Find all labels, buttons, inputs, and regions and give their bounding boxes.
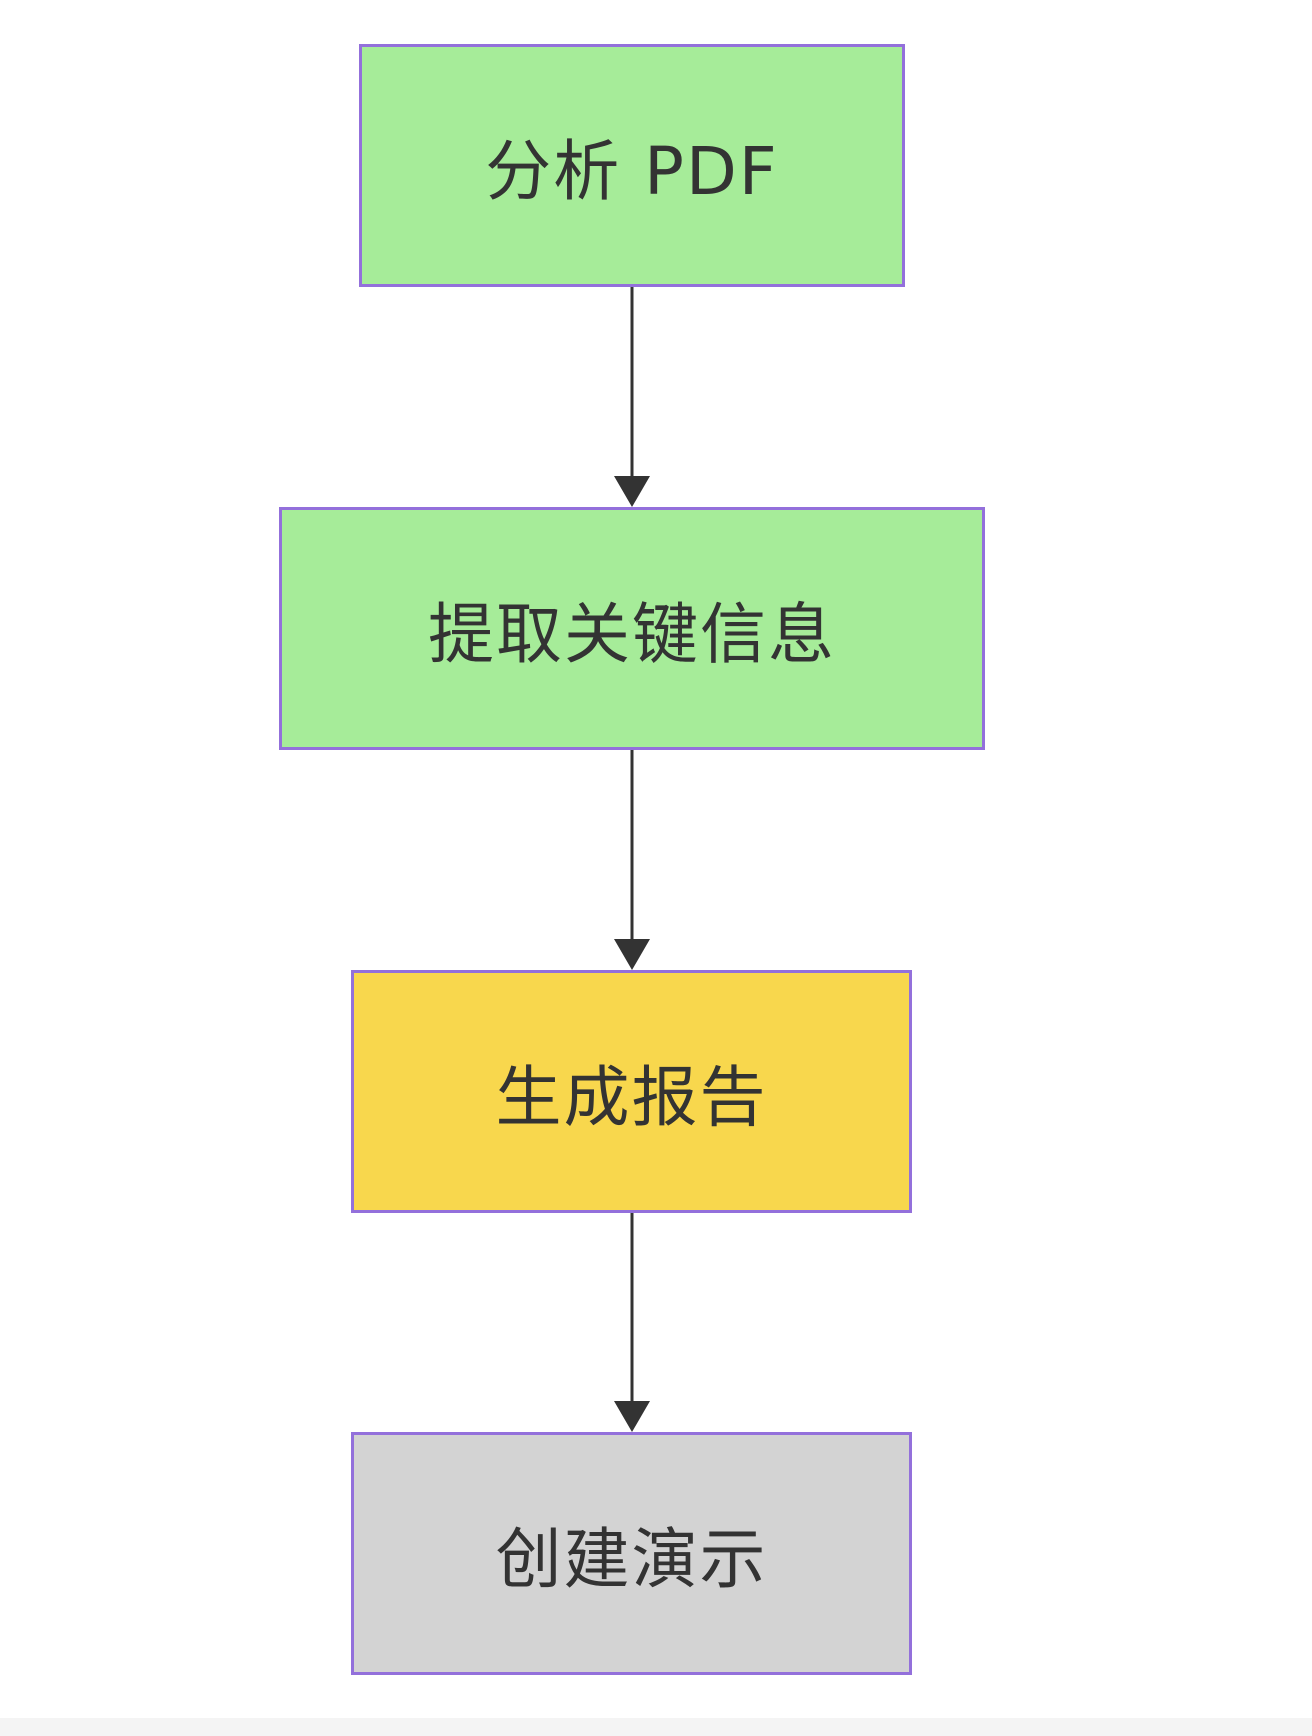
node-generate-report: 生成报告 [351,970,912,1213]
arrow-n1-n2 [614,287,650,507]
arrow-n2-n3 [614,750,650,970]
node-label: 生成报告 [495,1058,768,1136]
node-label: 分析 PDF [485,132,779,210]
node-label: 提取关键信息 [428,595,836,673]
node-label: 创建演示 [495,1520,768,1598]
node-extract-key-info: 提取关键信息 [279,507,985,750]
bottom-strip [0,1718,1312,1736]
node-analyze-pdf: 分析 PDF [359,44,905,287]
node-create-presentation: 创建演示 [351,1432,912,1675]
arrow-n3-n4 [614,1213,650,1432]
